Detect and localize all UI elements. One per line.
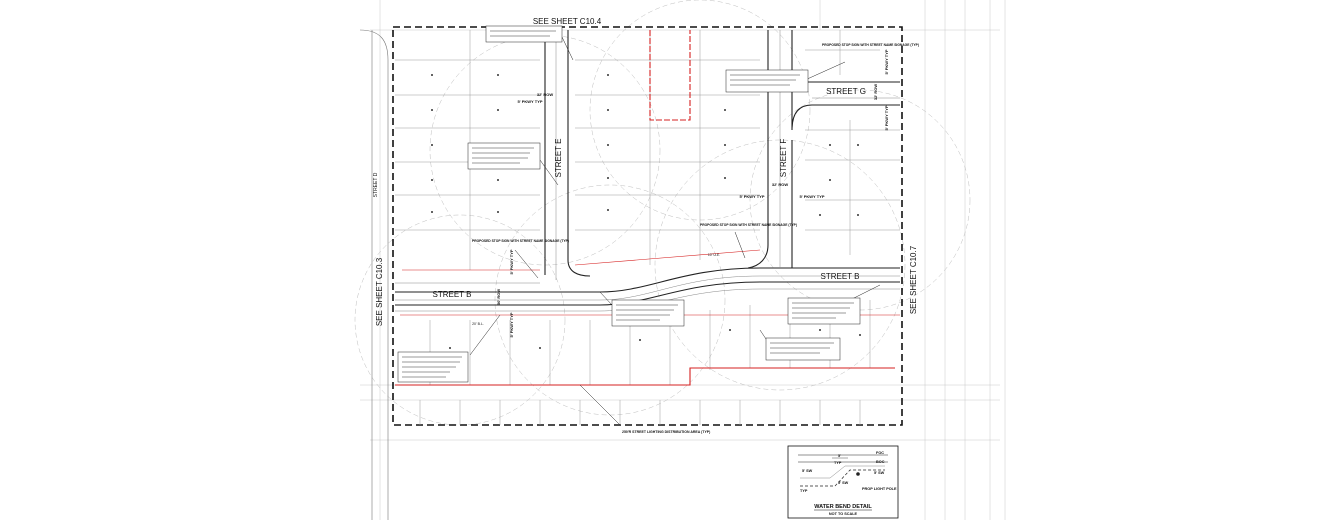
pkwy-label-b-upper: 5' PKWY TYP (509, 249, 514, 274)
pkwy-label-f-right: 5' PKWY TYP (799, 194, 824, 199)
pkwy-label-e: 5' PKWY TYP (517, 99, 542, 104)
stop-sign-callout-center: PROPOSED STOP SIGN WITH STREET NAME SIGN… (700, 223, 797, 227)
leader-lines (469, 36, 881, 426)
water-bend-detail: FOC BOC 5' TYP 5' SW 5' SW 5' SW TYP PRO… (787, 445, 899, 519)
row-labels: 32' ROW 32' ROW 50' ROW 32' ROW 5' PKWY … (472, 49, 889, 337)
row-label-e: 32' ROW (537, 92, 554, 97)
note-boxes (397, 25, 861, 383)
light-pole-icon (856, 472, 860, 476)
bl-label: 20' B.L. (472, 322, 484, 326)
street-f-road (747, 30, 900, 269)
note-box-text-lines (402, 30, 854, 378)
street-b-road (395, 267, 900, 312)
street-g-road (792, 81, 900, 99)
property-lines (395, 30, 900, 386)
detail-sw-bottom: 5' SW (838, 481, 849, 485)
pkwy-label-f-left: 5' PKWY TYP (739, 194, 764, 199)
row-label-f: 32' ROW (772, 182, 789, 187)
row-label-b: 50' ROW (496, 289, 501, 306)
stop-sign-callouts: PROPOSED STOP SIGN WITH STREET NAME SIGN… (472, 43, 919, 243)
street-e-road (544, 30, 591, 280)
detail-sw-left: 5' SW (802, 469, 813, 473)
detail-boc-label: BOC (876, 460, 885, 464)
pkwy-label-b-lower: 5' PKWY TYP (509, 312, 514, 337)
pkwy-label-g-lower: 5' PKWY TYP (884, 105, 889, 130)
ue-label: 10' U.E. (708, 253, 720, 257)
detail-foc-label: FOC (876, 451, 884, 455)
stop-sign-callout-left: PROPOSED STOP SIGN WITH STREET NAME SIGN… (472, 239, 569, 243)
sheet-limit-border (392, 26, 903, 426)
detail-typ-top: TYP (834, 461, 842, 465)
lot-lines (395, 30, 900, 425)
street-b-left-label: STREET B (433, 290, 472, 299)
lighting-note: 250'R STREET LIGHTING DISTRIBUTION AREA … (622, 430, 710, 434)
row-label-g: 32' ROW (873, 84, 878, 101)
street-b-right-label: STREET B (821, 272, 860, 281)
match-line-left: SEE SHEET C10.3 (375, 257, 384, 326)
detail-typ-bottom: TYP (800, 489, 808, 493)
detail-sw-right: 5' SW (874, 471, 885, 475)
detail-prop-light: PROP LIGHT POLE (862, 487, 897, 491)
match-line-top: SEE SHEET C10.4 (533, 17, 602, 26)
match-line-right: SEE SHEET C10.7 (909, 245, 918, 314)
street-d-label: STREET D (373, 172, 379, 197)
street-e-label: STREET E (554, 139, 563, 178)
detail-title: WATER BEND DETAIL (814, 504, 872, 510)
stop-sign-callout-top-right: PROPOSED STOP SIGN WITH STREET NAME SIGN… (822, 43, 919, 47)
street-d-road (359, 29, 389, 520)
detail-dim-top: 5' (838, 454, 841, 458)
street-f-label: STREET F (779, 139, 788, 178)
lot-markers (431, 74, 861, 349)
street-g-label: STREET G (826, 87, 866, 96)
detail-subtitle: NOT TO SCALE (829, 512, 858, 516)
pkwy-label-g-upper: 5' PKWY TYP (884, 49, 889, 74)
